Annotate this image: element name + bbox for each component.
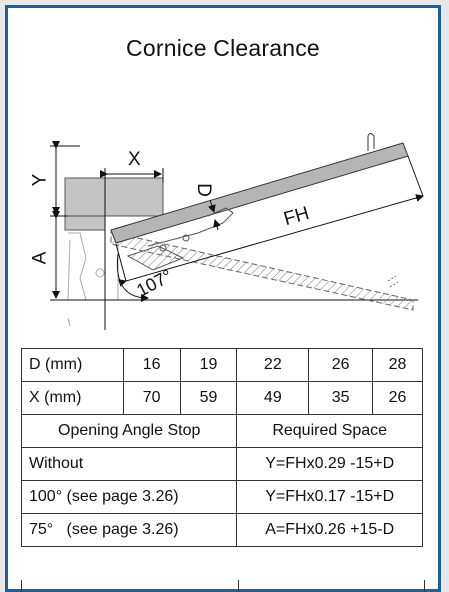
label-y: Y [29, 173, 51, 187]
table-header-row: Opening Angle Stop Required Space [20, 414, 423, 448]
header-required-space: Required Space [236, 414, 423, 448]
table-row: 100° (see page 3.26) Y=FHx0.17 -15+D [20, 480, 423, 514]
label-x: X [128, 149, 141, 170]
cornice-clearance-diagram [50, 133, 424, 330]
row-label-x: X (mm) [21, 381, 124, 415]
stop-cell: Without [20, 447, 238, 481]
x-value: 35 [308, 381, 374, 415]
cornice-clearance-panel: Cornice Clearance [5, 5, 441, 592]
cabinet-outline [67, 232, 119, 327]
table-row-x: X (mm) 70 59 49 35 26 [21, 381, 423, 415]
table-row: Without Y=FHx0.29 -15+D [20, 447, 423, 481]
x-value: 70 [122, 381, 181, 415]
table-row-d: D (mm) 16 19 22 26 28 [21, 348, 423, 382]
row-label-d: D (mm) [21, 348, 124, 382]
label-a: A [29, 251, 51, 265]
x-value: 49 [236, 381, 310, 415]
d-value: 28 [372, 348, 423, 382]
stop-cell: 75° (see page 3.26) [20, 513, 238, 547]
clearance-table: D (mm) 16 19 22 26 28 X (mm) 70 59 49 35… [20, 348, 423, 547]
header-opening-angle-stop: Opening Angle Stop [20, 414, 238, 448]
cornice-strip [64, 215, 106, 231]
x-value: 59 [179, 381, 238, 415]
table-continuation [21, 580, 425, 592]
d-value: 22 [236, 348, 310, 382]
wall-cabinet-block [64, 177, 164, 217]
space-formula-cell: Y=FHx0.29 -15+D [236, 447, 423, 481]
space-formula-cell: Y=FHx0.17 -15+D [236, 480, 423, 514]
d-value: 19 [179, 348, 238, 382]
d-value: 26 [308, 348, 374, 382]
x-value: 26 [372, 381, 423, 415]
page-title: Cornice Clearance [126, 35, 320, 61]
label-d: D [192, 183, 214, 197]
table-row: 75° (see page 3.26) A=FHx0.26 +15-D [20, 513, 423, 547]
stop-cell: 100° (see page 3.26) [20, 480, 238, 514]
space-formula-cell: A=FHx0.26 +15-D [236, 513, 423, 547]
d-value: 16 [122, 348, 181, 382]
